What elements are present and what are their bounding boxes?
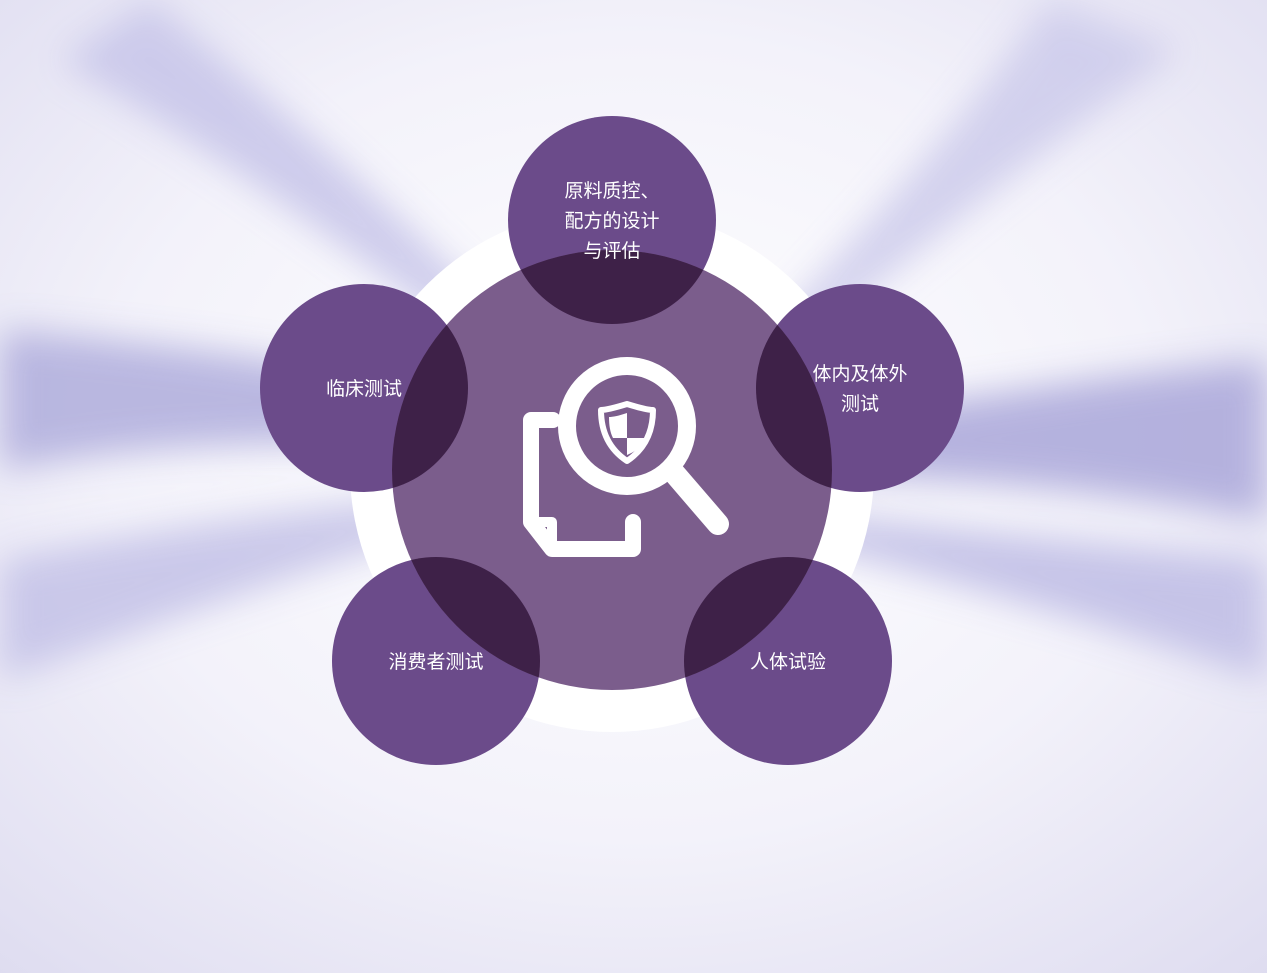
node-label: 体内及体外测试	[812, 363, 907, 415]
document-magnifier-shield-icon	[523, 357, 729, 557]
node-label: 人体试验	[750, 651, 826, 673]
shield-icon	[598, 401, 656, 464]
node-label: 消费者测试	[388, 651, 483, 673]
center-circle	[392, 250, 832, 690]
node-label: 临床测试	[326, 378, 402, 400]
node-label: 原料质控、配方的设计与评估	[564, 180, 659, 262]
overlap-lens	[508, 250, 716, 324]
